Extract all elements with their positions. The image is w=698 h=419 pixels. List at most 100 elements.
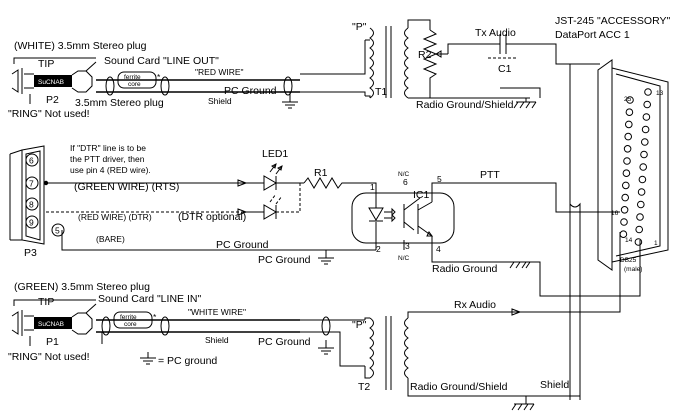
t2-radio-ground-shield: Radio Ground/Shield [410,381,508,393]
p1-tip-bracket [13,299,96,306]
p2-stereo-plug: SuCNAB [11,68,93,94]
p2-pc-ground-symbol [282,101,298,109]
p1-plug-label: (GREEN) 3.5mm Stereo plug [14,281,150,293]
ground-return-wire [530,240,641,297]
db25-pin-array [619,88,652,246]
p1-shield-ellipse [101,316,111,336]
p2-plug-label: (WHITE) 3.5mm Stereo plug [14,40,147,52]
db25-pin [635,225,644,234]
db9-pin-circle [25,197,39,211]
db9-pc-ground-1: PC Ground [216,239,269,251]
db25-pin [622,169,631,177]
p2-red-wire-label: "RED WIRE" [195,67,244,77]
t1-ref: T1 [375,86,387,98]
db9-pin-circle [51,223,65,237]
ic1-nc-top: N/C [398,171,410,178]
db25-pin [637,188,646,196]
db25-pin [638,175,647,184]
ic1-pin3: 3 [405,241,410,251]
db25-pin [623,157,631,165]
ic1-pin1: 1 [370,182,375,192]
led1-ref: LED1 [262,148,288,160]
db9-connector [9,145,45,245]
connector-subtitle: DataPort ACC 1 [555,29,630,41]
db25-pin [624,132,633,141]
c1-ref: C1 [498,63,512,75]
db25-ref: DB25 [620,257,637,264]
db9-pin-circle [25,215,39,229]
db9-pin-circle [25,153,39,167]
p2-hot-wire [300,40,366,75]
p2-shield-ellipse [105,76,115,96]
db9-pin-circle [25,176,39,190]
ic1-ref: IC1 [413,189,430,201]
db25-pin-13: 13 [656,90,664,97]
svg-text:*: * [157,72,161,82]
p2-ref: P2 [46,94,59,106]
shield-bus [569,64,581,400]
ptt-radio-ground-symbol [509,261,531,269]
pc-ground-legend: = PC ground [158,355,217,367]
ptt-radio-ground: Radio Ground [432,263,498,275]
p1-ferrite-core: ferrite core * [113,311,157,329]
p2-plug-label-lower: 3.5mm Stereo plug [75,97,164,109]
t1-radio-ground-symbol [513,101,537,109]
r1-resistor [303,177,377,194]
p1-shield-label: Shield [205,335,229,345]
connector-title: JST-245 "ACCESSORY" [555,15,670,27]
t2-p-label: "P" [352,319,367,331]
tx-audio-wire [447,43,500,54]
p2-ferrite-core: ferrite core * [117,71,161,89]
p2-soundcard-label: Sound Card "LINE OUT" [104,55,219,67]
ptt-wire [530,182,620,213]
db25-pin [634,238,643,246]
svg-text:core: core [128,81,141,88]
db25-pin [621,193,630,202]
svg-text:core: core [124,321,137,328]
svg-text:ferrite: ferrite [124,74,141,81]
db25-pin [643,100,652,109]
db9-pc-ground-2: PC Ground [258,254,311,266]
db25-pin [642,113,651,121]
db25-pin-25: 25 [624,96,632,103]
p1-stereo-plug: SuCNAB [11,310,93,336]
db25-pin [623,145,632,153]
r2-ref: R2 [418,49,432,61]
db9-pin-number: 7 [29,179,34,189]
ptt-label: PTT [480,169,500,181]
svg-text:*: * [153,312,157,322]
ic1-pin4: 4 [436,244,441,254]
db9-note-line1: If "DTR" line is to be [70,143,146,153]
db9-pin-number: 6 [29,156,34,166]
db25-pin [625,120,633,129]
db25-pin [641,138,649,146]
db9-note-line2: the PTT driver, then [70,154,145,164]
rx-audio-label: Rx Audio [454,299,496,311]
p2-ring-note: "RING" Not used! [8,108,90,120]
tx-audio-label: Tx Audio [475,27,516,39]
p2-shield-wire [300,91,366,96]
led1-diode [248,163,304,191]
bare-ground-wire [61,230,376,251]
p1-plug-brand: SuCNAB [38,321,64,328]
r1-ref: R1 [314,167,328,179]
db9-pin-number: 8 [29,200,34,210]
db9-note-line3: use pin 4 (RED wire). [70,165,151,175]
p1-pc-ground-symbol [318,340,334,355]
t2-transformer [364,311,540,397]
p1-tip-label: TIP [38,296,54,308]
db9-bare: (BARE) [96,234,125,244]
rx-shield-label: Shield [540,379,569,391]
ic1-pin2: 2 [376,244,381,254]
t2-radio-ground-symbol [511,396,535,411]
db25-pin [637,200,645,209]
db25-pin-1: 1 [654,240,658,247]
p1-soundcard-label: Sound Card "LINE IN" [98,293,201,305]
db9-dtr-optional: (DTR optional) [178,211,246,223]
rx-audio-wire [522,232,621,313]
db9-pin-number: 9 [29,218,34,228]
r2-potentiometer [422,29,438,86]
t1-p-label: "P" [352,21,367,33]
